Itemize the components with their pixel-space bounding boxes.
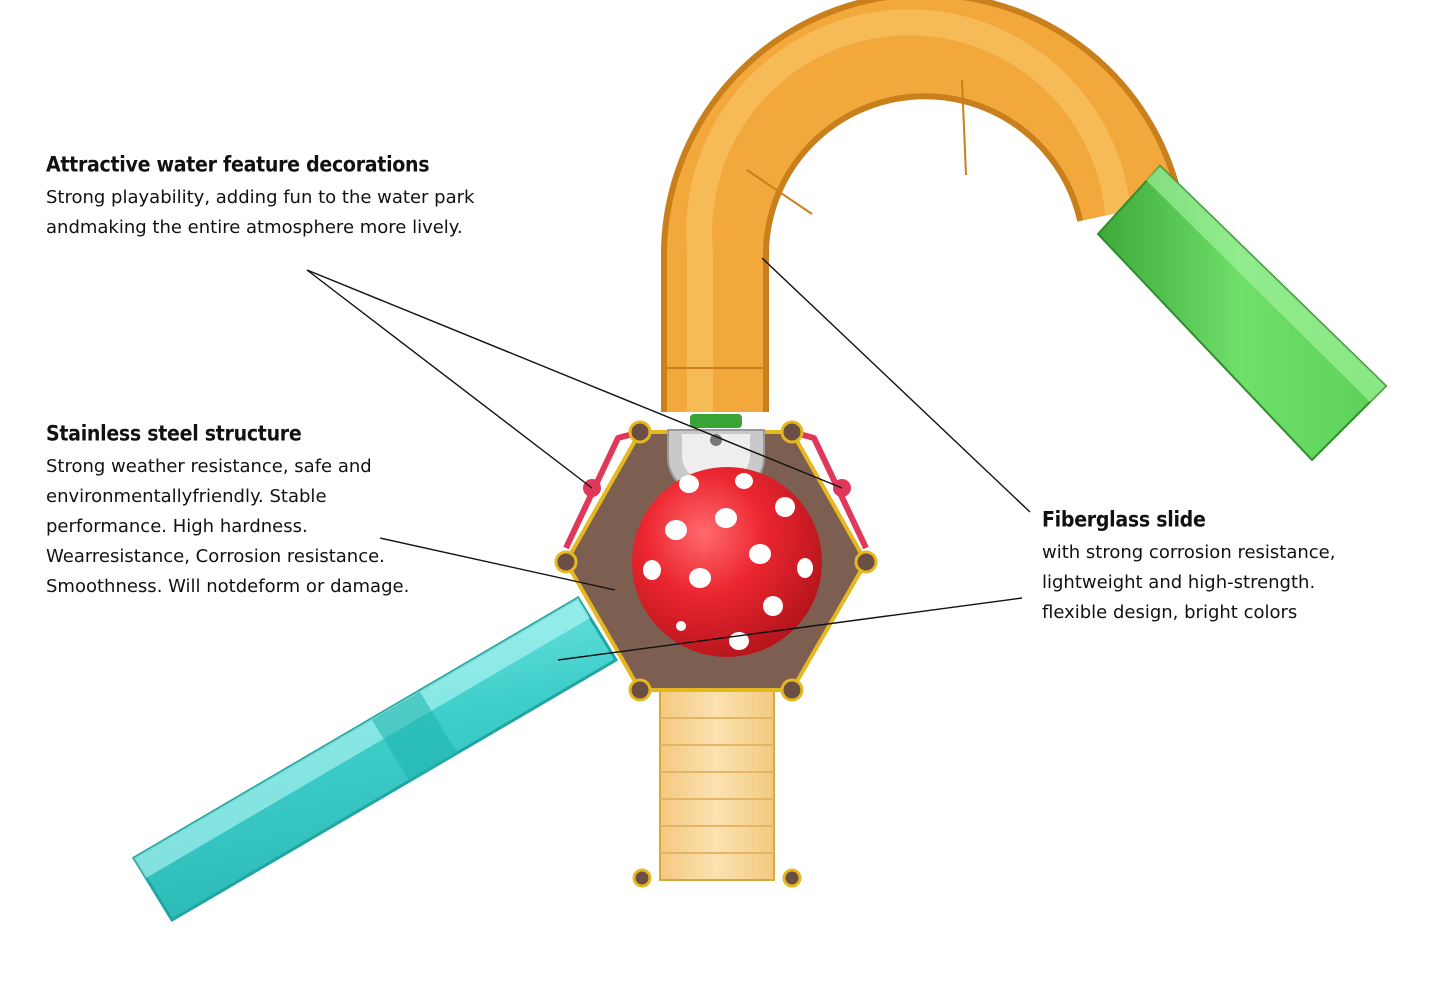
frame-posts <box>554 420 878 888</box>
stairs <box>659 689 775 881</box>
annotation-steel-line: performance. High hardness. <box>46 516 308 537</box>
annotation-steel-line: Smoothness. Will notdeform or damage. <box>46 576 410 597</box>
annotation-steel-line: Strong weather resistance, safe and <box>46 456 372 477</box>
open-slide <box>131 595 619 923</box>
annotation-decorations-title: Attractive water feature decorations <box>46 152 430 177</box>
annotation-steel-line: Wearresistance, Corrosion resistance. <box>46 546 385 567</box>
annotation-steel-title: Stainless steel structure <box>46 421 302 446</box>
annotation-slide-line: flexible design, bright colors <box>1042 602 1298 623</box>
annotation-slide: Fiberglass slide with strong corrosion r… <box>1042 507 1402 628</box>
annotation-steel-line: environmentallyfriendly. Stable <box>46 486 327 507</box>
annotation-decorations-line: Strong playability, adding fun to the wa… <box>46 187 475 208</box>
annotation-slide-title: Fiberglass slide <box>1042 507 1206 532</box>
annotation-slide-line: lightweight and high-strength. <box>1042 572 1316 593</box>
annotation-slide-line: with strong corrosion resistance, <box>1042 542 1336 563</box>
annotation-decorations-line: andmaking the entire atmosphere more liv… <box>46 217 463 238</box>
tube-slide <box>661 0 1183 412</box>
annotation-steel: Stainless steel structure Strong weather… <box>46 421 466 602</box>
tube-slide-exit <box>1096 164 1388 462</box>
annotation-decorations: Attractive water feature decorations Str… <box>46 152 526 243</box>
leader-lines <box>306 257 1031 661</box>
